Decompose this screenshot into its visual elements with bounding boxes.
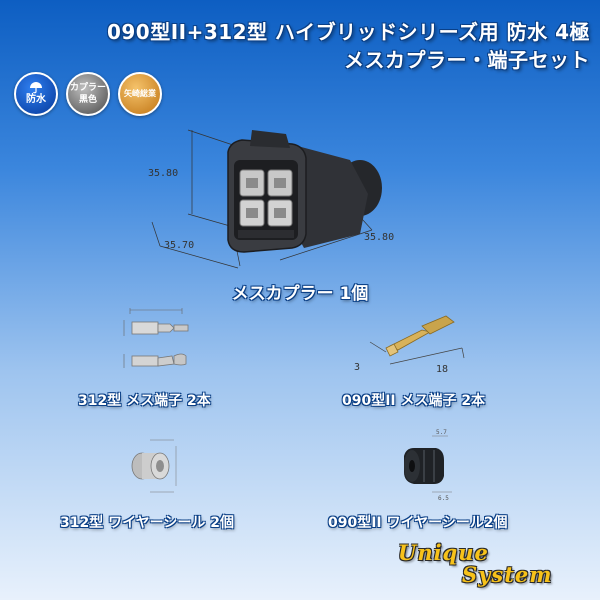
coupler-color-badge-line2: 黒色 xyxy=(78,95,97,105)
terminal-312-top-view xyxy=(123,320,189,336)
coupler-color-badge-line1: カプラー xyxy=(69,83,106,93)
housing-height-dimension: 35.80 xyxy=(148,168,178,179)
seal-312-label: 312型 ワイヤーシール 2個 xyxy=(60,515,235,531)
terminal-090-drawing: 3 18 xyxy=(354,315,465,375)
waterproof-badge: 防水 xyxy=(14,72,58,116)
brand-logo-line1: Unique xyxy=(398,540,489,565)
brand-logo-line2: System xyxy=(462,562,553,587)
housing-width-dimension: 35.70 xyxy=(164,240,194,251)
seal-090-label: 090型II ワイヤーシール2個 xyxy=(328,515,508,531)
terminal-312-drawing xyxy=(123,308,189,368)
umbrella-icon xyxy=(30,82,42,94)
coupler-color-badge: カプラー 黒色 xyxy=(66,72,110,116)
housing-depth-dimension: 35.80 xyxy=(364,232,394,243)
seal-090-body xyxy=(404,448,444,484)
seal-090-bottom-dimension: 6.5 xyxy=(438,495,449,502)
waterproof-badge-label: 防水 xyxy=(26,94,46,105)
seal-312-body xyxy=(131,452,170,480)
seal-090-drawing: 5.7 6.5 xyxy=(404,429,452,502)
terminal-312-label: 312型 メス端子 2本 xyxy=(78,393,211,409)
housing-label: メスカプラー 1個 xyxy=(231,284,369,304)
housing-drawing: 35.80 35.70 35.80 xyxy=(148,129,394,269)
seal-090-top-dimension: 5.7 xyxy=(436,429,447,436)
connector-body xyxy=(227,130,382,253)
maker-badge-label: 矢崎総業 xyxy=(124,89,156,98)
terminal-090-length-dimension: 18 xyxy=(436,364,448,375)
terminal-090-body xyxy=(385,315,455,357)
maker-badge: 矢崎総業 xyxy=(118,72,162,116)
seal-312-drawing xyxy=(131,439,177,493)
terminal-090-height-dimension: 3 xyxy=(354,362,360,373)
product-title-line2: メスカプラー・端子セット xyxy=(344,48,590,72)
terminal-312-side-view xyxy=(123,353,187,368)
product-title-line1: 090型II+312型 ハイブリッドシリーズ用 防水 4極 xyxy=(106,20,590,44)
terminal-090-label: 090型II メス端子 2本 xyxy=(342,393,486,409)
